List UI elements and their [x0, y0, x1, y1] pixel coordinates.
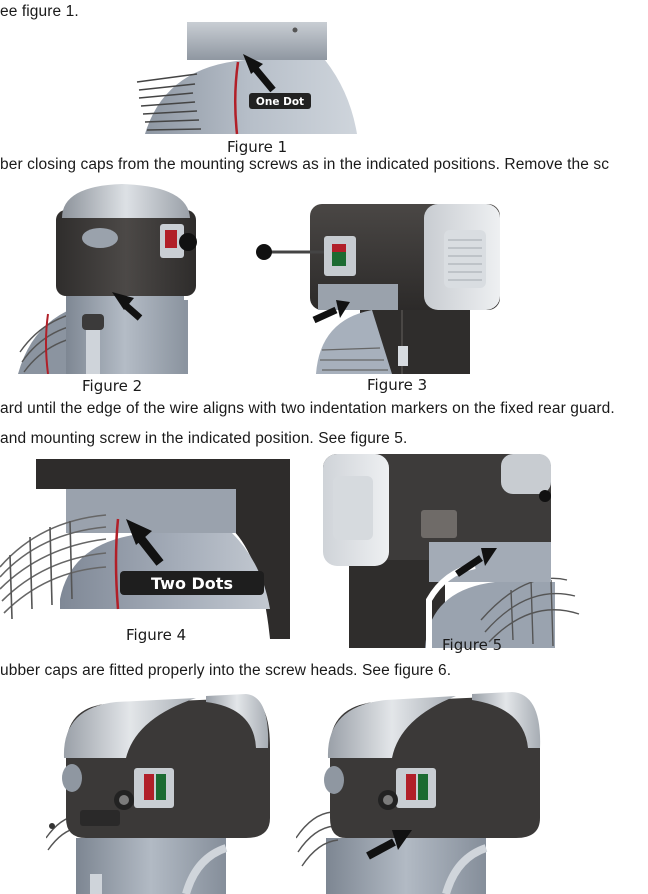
figure-6-left-image [46, 688, 272, 894]
marker-line [233, 61, 240, 135]
figure-1-caption: Figure 1 [227, 138, 288, 156]
arrow-icon [243, 54, 276, 93]
arrow-icon [312, 300, 350, 324]
one-dot-label: One Dot [256, 96, 304, 108]
arrow-icon [455, 548, 497, 577]
figure-1-image: One Dot [135, 22, 360, 140]
arrow-icon [112, 292, 143, 321]
figure-2-caption: Figure 2 [82, 377, 143, 395]
instruction-line-5: ubber caps are fitted properly into the … [0, 662, 452, 679]
instruction-line-3: ard until the edge of the wire aligns wi… [0, 400, 615, 417]
figure-2-image [18, 182, 198, 374]
instruction-line-1: ee figure 1. [0, 3, 79, 20]
instruction-line-4: and mounting screw in the indicated posi… [0, 430, 408, 447]
figure-4-image: Two Dots [0, 459, 290, 639]
figure-5-image [305, 450, 583, 648]
figure-6-right-image [296, 688, 548, 894]
figure-4-caption: Figure 4 [126, 626, 187, 644]
instruction-line-2: ber closing caps from the mounting screw… [0, 156, 610, 173]
arrow-icon [366, 830, 412, 860]
two-dots-label: Two Dots [151, 574, 233, 593]
figure-3-caption: Figure 3 [367, 376, 428, 394]
figure-5-caption: Figure 5 [442, 636, 503, 654]
arrow-icon [126, 519, 164, 566]
figure-3-image [252, 200, 504, 374]
